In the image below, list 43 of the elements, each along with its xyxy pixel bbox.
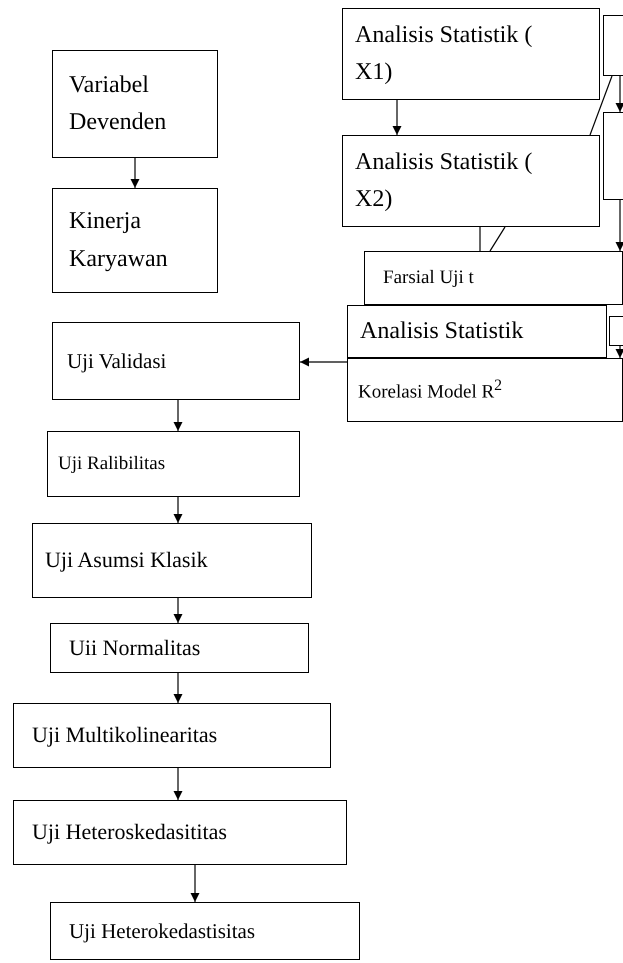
arrow (174, 400, 182, 431)
box-label: Uii Normalitas (69, 634, 202, 662)
box-label: Analisis Statistik ( X1) (355, 20, 534, 87)
process-box (47, 431, 300, 497)
connector-line (479, 227, 481, 251)
process-box (347, 358, 623, 422)
box-label: Kinerja Karyawan (69, 207, 169, 274)
arrow (616, 76, 623, 112)
box-label: Variabel Devenden (69, 70, 168, 137)
process-box (364, 251, 623, 305)
process-box (32, 523, 312, 598)
box-label: Uji Heteroskedasititas (32, 818, 228, 846)
box-label: Uji Validasi (67, 348, 168, 375)
process-box (342, 8, 600, 100)
process-box (13, 703, 331, 768)
box-label: Uji Asumsi Klasik (45, 546, 209, 574)
arrow (190, 865, 200, 902)
process-box (50, 623, 309, 673)
arrow (300, 358, 347, 366)
arrow (174, 497, 182, 523)
box-label: Korelasi Model R$^{2}$ (358, 376, 504, 404)
process-box (50, 902, 360, 960)
connector-line (589, 76, 613, 136)
box-label: Uji Heterokedastisitas (69, 918, 256, 945)
arrow (174, 673, 182, 703)
process-box (52, 50, 218, 158)
process-box (13, 800, 347, 865)
box-label: Analisis Statistik ( X2) (355, 148, 534, 214)
process-box (52, 322, 300, 400)
process-box (342, 135, 600, 227)
box-label: Farsial Uji t (383, 266, 475, 290)
arrow (174, 768, 182, 800)
arrow (392, 100, 402, 135)
arrow (174, 598, 182, 623)
process-box (347, 305, 607, 358)
box-label: Uji Multikolinearitas (32, 721, 218, 750)
box-label: Analisis Statistik (360, 316, 524, 346)
arrow (616, 200, 623, 251)
box-label: Uji Ralibilitas (58, 452, 166, 476)
arrow (130, 158, 140, 188)
connector-line (490, 226, 506, 252)
process-box (52, 188, 218, 293)
arrow (616, 346, 623, 358)
